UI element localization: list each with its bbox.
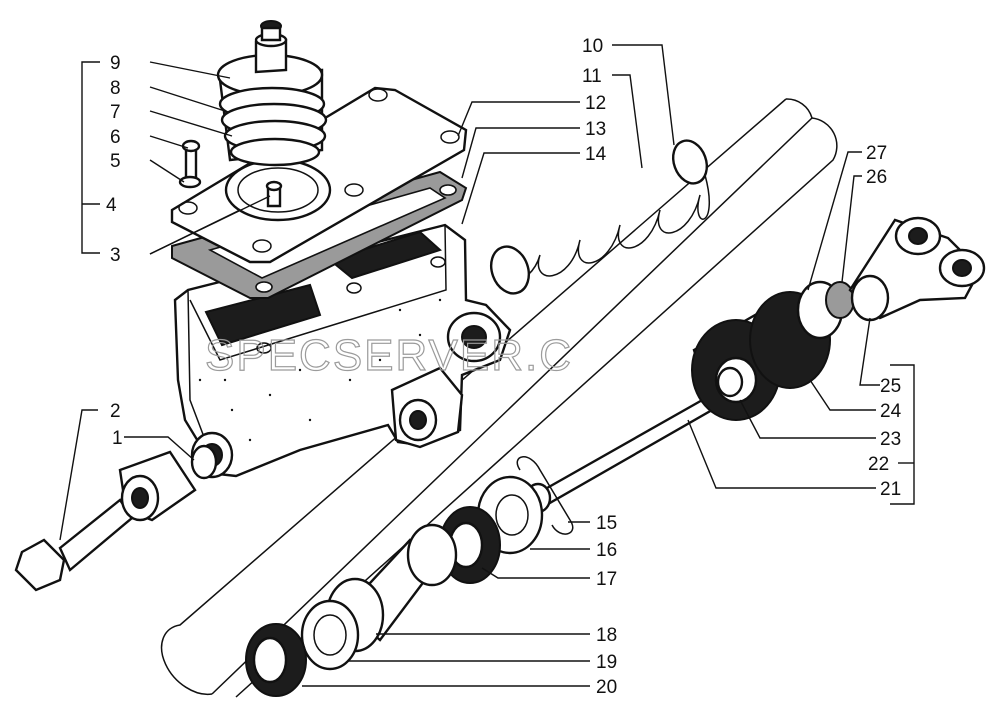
callout-6: 6 [110, 127, 121, 148]
callout-16: 16 [596, 540, 617, 561]
callout-4: 4 [106, 195, 117, 216]
banjo-union [14, 444, 218, 592]
callout-13: 13 [585, 119, 606, 140]
piston-parts [245, 456, 574, 697]
leader-lines [59, 44, 915, 687]
callout-15: 15 [596, 513, 617, 534]
callout-1: 1 [112, 428, 123, 449]
callout-22: 22 [868, 454, 889, 475]
callout-labels: 9 8 7 6 5 4 3 10 11 12 13 14 27 26 25 24… [106, 36, 902, 698]
return-spring [489, 139, 710, 295]
callout-19: 19 [596, 652, 617, 673]
callout-26: 26 [866, 167, 887, 188]
callout-8: 8 [110, 78, 121, 99]
bolt-and-washer [178, 139, 202, 189]
callout-25: 25 [880, 376, 901, 397]
callout-3: 3 [110, 245, 121, 266]
valve-assembly [216, 20, 328, 167]
callout-14: 14 [585, 144, 607, 165]
callout-7: 7 [110, 102, 121, 123]
callout-12: 12 [585, 93, 606, 114]
pushrod-assembly [538, 216, 986, 506]
callout-17: 17 [596, 569, 617, 590]
callout-23: 23 [880, 429, 901, 450]
watermark-text: SPECSERVER.C [205, 331, 573, 380]
callout-24: 24 [880, 401, 902, 422]
callout-9: 9 [110, 53, 121, 74]
callout-2: 2 [110, 401, 121, 422]
callout-18: 18 [596, 625, 617, 646]
callout-10: 10 [582, 36, 603, 57]
callout-27: 27 [866, 143, 887, 164]
callout-21: 21 [880, 479, 901, 500]
callout-20: 20 [596, 677, 617, 698]
inset-cylinder-outline [160, 98, 838, 698]
cover-plate [170, 86, 468, 264]
callout-11: 11 [582, 66, 602, 87]
callout-5: 5 [110, 151, 121, 172]
